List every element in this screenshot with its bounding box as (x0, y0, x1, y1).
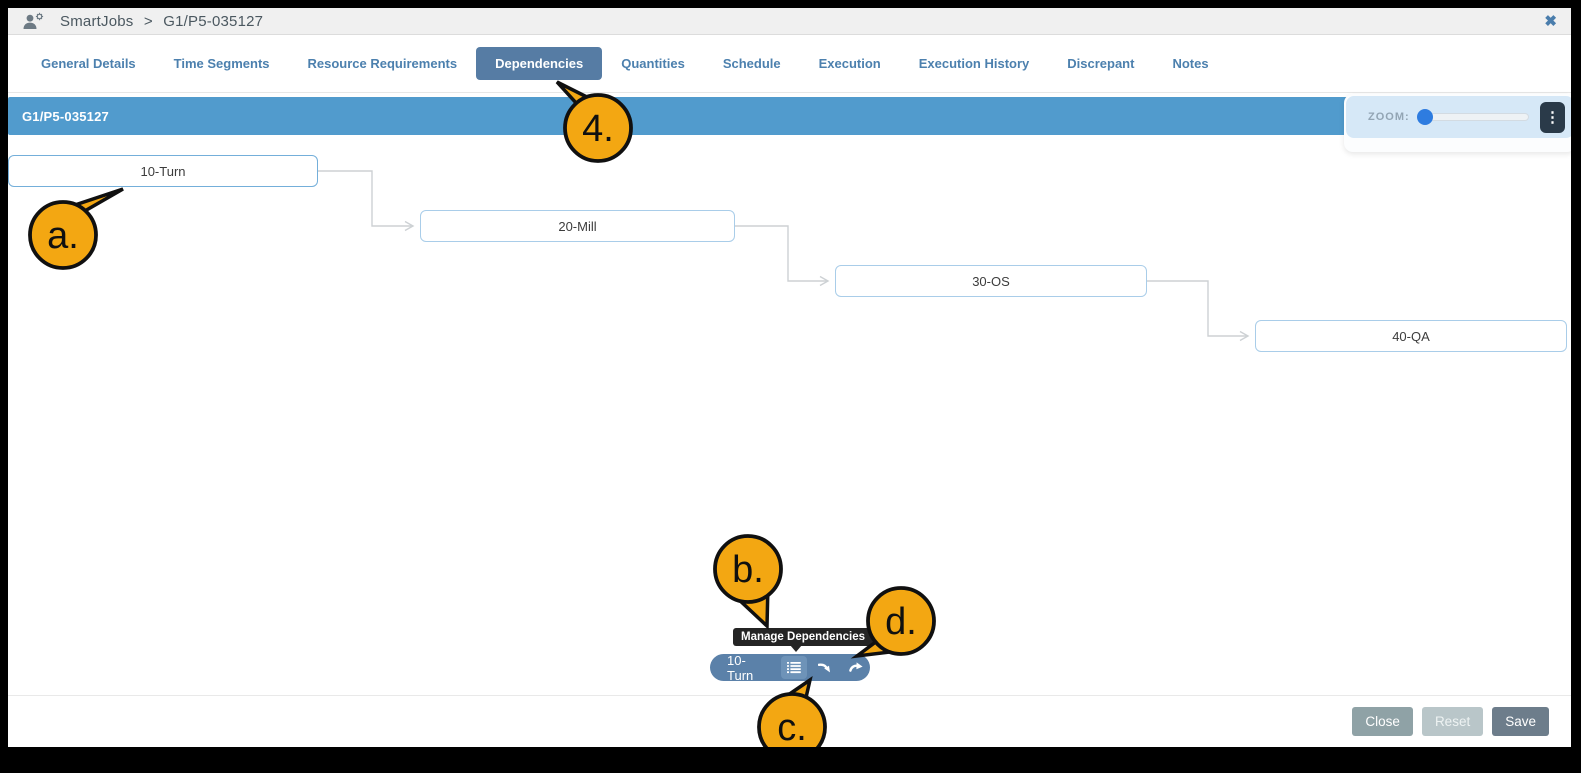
close-icon[interactable]: ✖ (1544, 12, 1557, 30)
tab-general-details[interactable]: General Details (22, 47, 155, 80)
breadcrumb-app: SmartJobs (60, 12, 134, 30)
smartjobs-modal: SmartJobs > G1/P5-035127 ✖ General Detai… (8, 8, 1571, 747)
node-label: 30-OS (972, 273, 1010, 289)
tab-execution[interactable]: Execution (800, 47, 900, 80)
zoom-label: ZOOM: (1368, 111, 1410, 123)
zoom-panel: ZOOM: ⋮ (1344, 94, 1571, 152)
breadcrumb-separator: > (143, 12, 153, 30)
tab-resource-requirements[interactable]: Resource Requirements (289, 47, 477, 80)
breadcrumb-record-id: G1/P5-035127 (163, 12, 264, 30)
zoom-slider-track[interactable] (1423, 113, 1529, 121)
reset-button[interactable]: Reset (1421, 707, 1484, 736)
tab-strip: General Details Time Segments Resource R… (8, 35, 1571, 93)
node-30-os[interactable]: 30-OS (835, 265, 1147, 297)
node-40-qa[interactable]: 40-QA (1255, 320, 1567, 352)
tab-notes[interactable]: Notes (1153, 47, 1227, 80)
tab-quantities[interactable]: Quantities (602, 47, 704, 80)
footer-bar: Close Reset Save (8, 695, 1571, 747)
zoom-panel-inner: ZOOM: ⋮ (1346, 96, 1571, 138)
node-action-toolbar: 10-Turn (710, 652, 870, 683)
tab-discrepant[interactable]: Discrepant (1048, 47, 1153, 80)
node-label: 20-Mill (558, 218, 597, 234)
breadcrumb: SmartJobs > G1/P5-035127 (60, 13, 269, 30)
curved-arrow-up-icon (849, 662, 863, 672)
save-button[interactable]: Save (1492, 707, 1549, 736)
annotation-b: b. (713, 534, 783, 630)
kebab-vertical-icon[interactable]: ⋮ (1540, 101, 1565, 133)
manage-dependencies-button[interactable] (780, 656, 808, 679)
curved-arrow-down-icon (817, 663, 830, 673)
svg-text:a.: a. (47, 215, 79, 257)
list-icon (787, 662, 801, 674)
tab-schedule[interactable]: Schedule (704, 47, 800, 80)
toolbar-node-label: 10-Turn (727, 652, 754, 683)
svg-text:d.: d. (885, 601, 917, 643)
node-label: 10-Turn (140, 163, 186, 179)
tab-time-segments[interactable]: Time Segments (155, 47, 289, 80)
svg-text:b.: b. (732, 549, 764, 591)
tooltip-caret (790, 645, 802, 652)
node-label: 40-QA (1392, 328, 1430, 344)
node-10-turn[interactable]: 10-Turn (8, 155, 318, 187)
zoom-slider[interactable] (1416, 109, 1529, 125)
dependency-up-button[interactable] (844, 656, 870, 679)
zoom-slider-thumb[interactable] (1416, 109, 1433, 125)
title-bar: SmartJobs > G1/P5-035127 ✖ (8, 8, 1571, 35)
node-20-mill[interactable]: 20-Mill (420, 210, 735, 242)
diagram-header-bar: G1/P5-035127 (8, 97, 1571, 135)
manage-dependencies-tooltip: Manage Dependencies (733, 628, 873, 646)
close-button[interactable]: Close (1352, 707, 1413, 736)
diagram-title: G1/P5-035127 (22, 108, 109, 124)
dependency-down-button[interactable] (812, 656, 838, 679)
user-gear-icon (23, 12, 44, 29)
tab-dependencies[interactable]: Dependencies (476, 47, 603, 80)
tab-execution-history[interactable]: Execution History (900, 47, 1049, 80)
